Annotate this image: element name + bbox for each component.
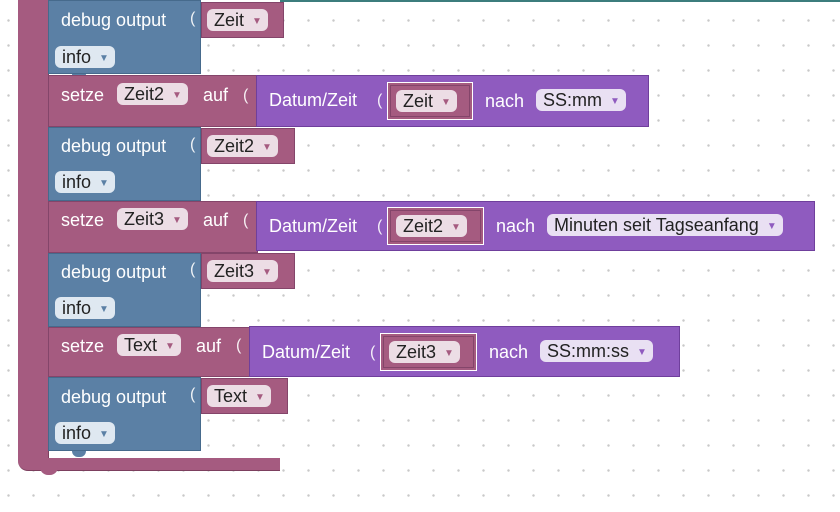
- log-level-dropdown[interactable]: info ▼: [55, 297, 115, 319]
- dropdown-arrow-icon: ▼: [99, 429, 109, 440]
- format-dropdown[interactable]: SS:mm ▼: [536, 89, 626, 111]
- dropdown-arrow-icon: ▼: [444, 348, 454, 359]
- variable-name: Zeit2: [124, 84, 165, 104]
- variable-dropdown[interactable]: Zeit ▼: [207, 9, 268, 31]
- input-socket-icon: (: [190, 10, 196, 27]
- set-variable-dropdown[interactable]: Zeit3 ▼: [117, 208, 188, 230]
- dropdown-arrow-icon: ▼: [610, 96, 620, 107]
- variable-name: Zeit3: [124, 209, 165, 229]
- input-socket-icon: (: [236, 337, 242, 354]
- input-socket-icon: (: [377, 92, 383, 109]
- set-label: setze: [61, 85, 105, 105]
- after-label: nach: [496, 216, 536, 236]
- dropdown-arrow-icon: ▼: [451, 222, 461, 233]
- set-variable-dropdown[interactable]: Text ▼: [117, 334, 181, 356]
- format-value: Minuten seit Tagseanfang: [554, 215, 759, 235]
- format-value: SS:mm: [543, 90, 603, 110]
- log-level-dropdown[interactable]: info ▼: [55, 46, 115, 68]
- to-label: auf: [203, 85, 229, 105]
- dropdown-arrow-icon: ▼: [172, 90, 182, 101]
- dropdown-arrow-icon: ▼: [99, 304, 109, 315]
- datetime-label: Datum/Zeit: [262, 342, 351, 362]
- variable-dropdown[interactable]: Zeit2 ▼: [207, 135, 278, 157]
- input-socket-icon: (: [190, 136, 196, 153]
- format-dropdown[interactable]: Minuten seit Tagseanfang ▼: [547, 214, 783, 236]
- variable-name: Zeit: [214, 10, 245, 30]
- input-socket-icon: (: [190, 261, 196, 278]
- set-variable-dropdown[interactable]: Zeit2 ▼: [117, 83, 188, 105]
- input-socket-icon: (: [190, 386, 196, 403]
- datetime-label: Datum/Zeit: [269, 216, 358, 236]
- debug-output-label: debug output: [61, 262, 167, 282]
- debug-output-label: debug output: [61, 10, 167, 30]
- input-socket-icon: (: [243, 212, 249, 229]
- dropdown-arrow-icon: ▼: [172, 215, 182, 226]
- input-socket-icon: (: [377, 218, 383, 235]
- dropdown-arrow-icon: ▼: [766, 221, 777, 232]
- variable-dropdown[interactable]: Zeit3 ▼: [389, 341, 460, 363]
- debug-output-block[interactable]: debug output: [48, 0, 201, 74]
- to-label: auf: [203, 210, 229, 230]
- block-connector-tab: [72, 451, 86, 457]
- format-dropdown[interactable]: SS:mm:ss ▼: [540, 340, 653, 362]
- container-block-connector: [40, 467, 58, 475]
- input-socket-icon: (: [370, 344, 376, 361]
- dropdown-arrow-icon: ▼: [255, 392, 265, 403]
- workspace-top-edge: [280, 0, 840, 2]
- variable-dropdown[interactable]: Zeit2 ▼: [396, 215, 467, 237]
- variable-name: Zeit3: [396, 342, 437, 362]
- log-level-value: info: [62, 298, 92, 318]
- dropdown-arrow-icon: ▼: [262, 142, 272, 153]
- dropdown-arrow-icon: ▼: [637, 347, 647, 358]
- variable-dropdown[interactable]: Text ▼: [207, 385, 271, 407]
- container-block-left-rail[interactable]: [18, 0, 49, 460]
- debug-output-block[interactable]: debug output: [48, 127, 201, 201]
- variable-name: Zeit3: [214, 261, 255, 281]
- dropdown-arrow-icon: ▼: [99, 53, 109, 64]
- log-level-dropdown[interactable]: info ▼: [55, 422, 115, 444]
- debug-output-label: debug output: [61, 387, 167, 407]
- variable-name: Zeit2: [403, 216, 444, 236]
- dropdown-arrow-icon: ▼: [252, 16, 262, 27]
- format-value: SS:mm:ss: [547, 341, 630, 361]
- dropdown-arrow-icon: ▼: [441, 97, 451, 108]
- to-label: auf: [196, 336, 222, 356]
- debug-output-label: debug output: [61, 136, 167, 156]
- datetime-label: Datum/Zeit: [269, 90, 358, 110]
- log-level-dropdown[interactable]: info ▼: [55, 171, 115, 193]
- dropdown-arrow-icon: ▼: [165, 341, 175, 352]
- dropdown-arrow-icon: ▼: [99, 178, 109, 189]
- variable-dropdown[interactable]: Zeit ▼: [396, 90, 457, 112]
- set-label: setze: [61, 336, 105, 356]
- dropdown-arrow-icon: ▼: [262, 267, 272, 278]
- after-label: nach: [485, 91, 525, 111]
- log-level-value: info: [62, 172, 92, 192]
- variable-name: Zeit2: [214, 136, 255, 156]
- input-socket-icon: (: [243, 87, 249, 104]
- variable-name: Text: [124, 335, 158, 355]
- log-level-value: info: [62, 423, 92, 443]
- variable-dropdown[interactable]: Zeit3 ▼: [207, 260, 278, 282]
- set-label: setze: [61, 210, 105, 230]
- log-level-value: info: [62, 47, 92, 67]
- after-label: nach: [489, 342, 529, 362]
- variable-name: Zeit: [403, 91, 434, 111]
- variable-name: Text: [214, 386, 248, 406]
- container-block-bottom[interactable]: [18, 458, 280, 471]
